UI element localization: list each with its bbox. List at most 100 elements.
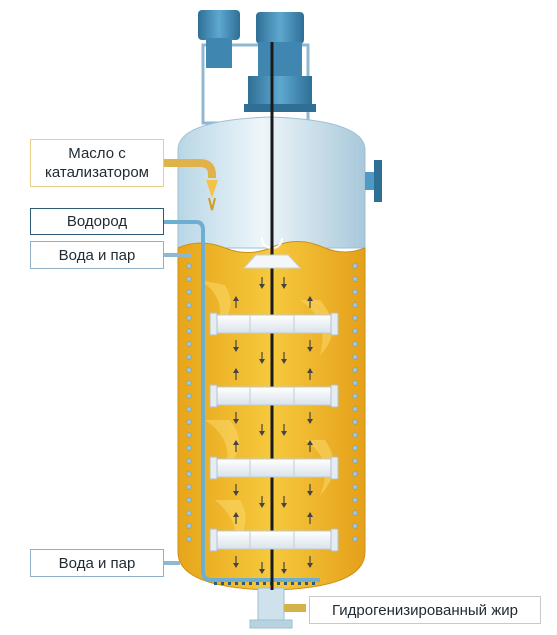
arrow-head	[281, 431, 287, 436]
arrow-head	[307, 440, 313, 445]
paddle-end-left	[209, 384, 218, 408]
paddle-end-right	[330, 384, 339, 408]
arrow-down	[259, 424, 265, 436]
arrow-head	[233, 512, 239, 517]
arrow-head	[259, 284, 265, 289]
arrow-head	[281, 359, 287, 364]
jacket-dot	[352, 484, 358, 490]
sparger-hole	[284, 582, 287, 585]
jacket-dot	[186, 484, 192, 490]
hydrogen-sparger-holes	[214, 582, 315, 585]
jacket-dot	[352, 380, 358, 386]
paddle	[209, 456, 339, 480]
jacket-dot	[352, 354, 358, 360]
jacket-dot	[352, 497, 358, 503]
gear-motor-right	[256, 12, 304, 44]
arrow-down	[233, 556, 239, 568]
bottom-outlet	[249, 587, 306, 629]
jacket-dot	[186, 328, 192, 334]
paddle-blade	[213, 386, 335, 406]
jacket-dot	[186, 315, 192, 321]
sparger-hole	[263, 582, 266, 585]
jacket-dot	[352, 445, 358, 451]
paddle-end-left	[209, 528, 218, 552]
sparger-hole	[298, 582, 301, 585]
jacket-dot	[186, 523, 192, 529]
paddle-blade	[213, 314, 335, 334]
arrow-head	[307, 512, 313, 517]
label-hydrogenated-fat: Гидрогенизированный жир	[309, 596, 541, 624]
arrow-head	[307, 347, 313, 352]
arrow-head	[259, 569, 265, 574]
flow-arrows	[233, 277, 313, 574]
arrow-head	[233, 563, 239, 568]
jacket-dot	[186, 406, 192, 412]
paddle-end-right	[330, 456, 339, 480]
gas-distributor	[242, 237, 302, 269]
arrow-head	[307, 296, 313, 301]
paddle-blade	[213, 530, 335, 550]
jacket-dot	[186, 302, 192, 308]
jacket-dot	[352, 458, 358, 464]
label-hydrogen: Водород	[30, 208, 164, 235]
paddle-end-left	[209, 312, 218, 336]
arrow-down	[307, 412, 313, 424]
arrow-head	[233, 419, 239, 424]
jacket-dot	[352, 302, 358, 308]
jacket-dot	[186, 471, 192, 477]
jacket-dot	[186, 341, 192, 347]
jacket-dot	[186, 354, 192, 360]
arrow-up	[233, 296, 239, 308]
sparger-hole	[228, 582, 231, 585]
jacket-dot	[186, 367, 192, 373]
jacket-dot	[352, 536, 358, 542]
jacket-dot	[352, 341, 358, 347]
jacket-dot	[186, 510, 192, 516]
sparger-hole	[277, 582, 280, 585]
gear-motor-left-flange	[206, 38, 232, 68]
jacket-dot	[186, 419, 192, 425]
arrow-down	[233, 484, 239, 496]
sparger-hole	[256, 582, 259, 585]
jacket-dot	[352, 523, 358, 529]
sparger-hole	[235, 582, 238, 585]
sparger-hole	[249, 582, 252, 585]
hydrogen-pipe	[164, 220, 320, 582]
arrow-down	[307, 340, 313, 352]
arrow-up	[307, 512, 313, 524]
jacket-dot	[186, 536, 192, 542]
arrow-head	[233, 491, 239, 496]
sparger-hole	[221, 582, 224, 585]
paddle	[209, 312, 339, 336]
arrow-head	[281, 284, 287, 289]
arrow-down	[259, 352, 265, 364]
jacket-dot	[186, 380, 192, 386]
arrow-down	[281, 277, 287, 289]
jacket-dot	[186, 393, 192, 399]
paddle	[209, 384, 339, 408]
jacket-dot	[186, 458, 192, 464]
jacket-dot	[352, 276, 358, 282]
arrow-up	[307, 296, 313, 308]
arrow-head	[259, 503, 265, 508]
label-water-steam-bottom: Вода и пар	[30, 549, 164, 577]
agitator-paddles	[209, 312, 339, 552]
arrow-down	[233, 340, 239, 352]
gearbox	[258, 42, 302, 76]
heating-jacket-dots	[186, 263, 358, 542]
arrow-head	[307, 368, 313, 373]
gear-motor-left	[198, 10, 240, 40]
sparger-hole	[291, 582, 294, 585]
arrow-head	[281, 569, 287, 574]
jacket-dot	[352, 328, 358, 334]
arrow-head	[259, 431, 265, 436]
sparger-hole	[242, 582, 245, 585]
paddle-end-left	[209, 456, 218, 480]
arrow-down	[259, 496, 265, 508]
paddle-end-right	[330, 312, 339, 336]
jacket-dot	[352, 263, 358, 269]
label-oil-with-catalyst: Масло с катализатором	[30, 139, 164, 187]
arrow-down	[281, 352, 287, 364]
arrow-head	[307, 491, 313, 496]
